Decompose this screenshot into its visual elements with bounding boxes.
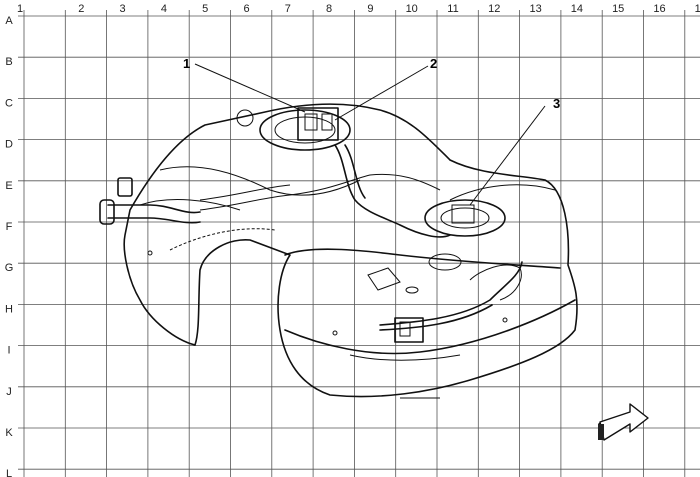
grid-column-label: 7 <box>285 3 291 15</box>
grid-row-label: D <box>5 139 13 151</box>
callout-1: 1 <box>183 56 190 71</box>
grid-row-label: E <box>5 180 12 192</box>
fuel-hose <box>334 144 451 238</box>
grid-column-label: 5 <box>202 3 208 15</box>
grid-column-label: 1 <box>17 3 23 15</box>
grid-row-labels: A B C D E F G H I J K L <box>5 15 14 477</box>
grid-row-label: B <box>5 56 12 68</box>
grid-row-label: G <box>5 262 14 274</box>
callout-3: 3 <box>553 96 560 111</box>
callout-2: 2 <box>430 56 437 71</box>
filler-neck <box>107 204 201 214</box>
grid-column-label: 16 <box>653 3 665 15</box>
fuel-tank-assembly <box>99 103 578 399</box>
front-direction-arrow-icon <box>598 403 649 441</box>
grid-row-label: A <box>5 15 13 27</box>
callout-leaders <box>194 63 546 206</box>
grid-column-label: 4 <box>161 3 167 15</box>
fuel-tank-outline <box>123 103 578 398</box>
evap-connector <box>394 317 424 343</box>
reference-grid <box>18 10 700 477</box>
grid-row-label: H <box>5 303 13 315</box>
grid-row-label: L <box>6 468 12 477</box>
grid-column-label: 15 <box>612 3 624 15</box>
grid-row-label: I <box>7 345 10 357</box>
grid-column-label: 17 <box>695 3 700 15</box>
grid-column-label: 8 <box>326 3 332 15</box>
grid-row-label: K <box>5 427 13 439</box>
fuel-pump-connector <box>297 107 339 141</box>
grid-column-label: 11 <box>447 3 458 15</box>
grid-column-label: 3 <box>120 3 126 15</box>
grid-column-labels: 1234567891011121314151617 <box>17 3 700 15</box>
grid-column-label: 6 <box>243 3 249 15</box>
grid-column-label: 9 <box>367 3 373 15</box>
fuel-pump-module <box>259 109 351 151</box>
grid-column-label: 12 <box>488 3 500 15</box>
grid-column-label: 2 <box>78 3 84 15</box>
grid-row-label: C <box>5 97 13 109</box>
grid-column-label: 13 <box>529 3 541 15</box>
fuel-level-sender <box>424 199 506 237</box>
grid-column-label: 14 <box>571 3 583 15</box>
grid-row-label: F <box>6 221 13 233</box>
grid-column-label: 10 <box>406 3 418 15</box>
grid-row-label: J <box>6 386 12 398</box>
